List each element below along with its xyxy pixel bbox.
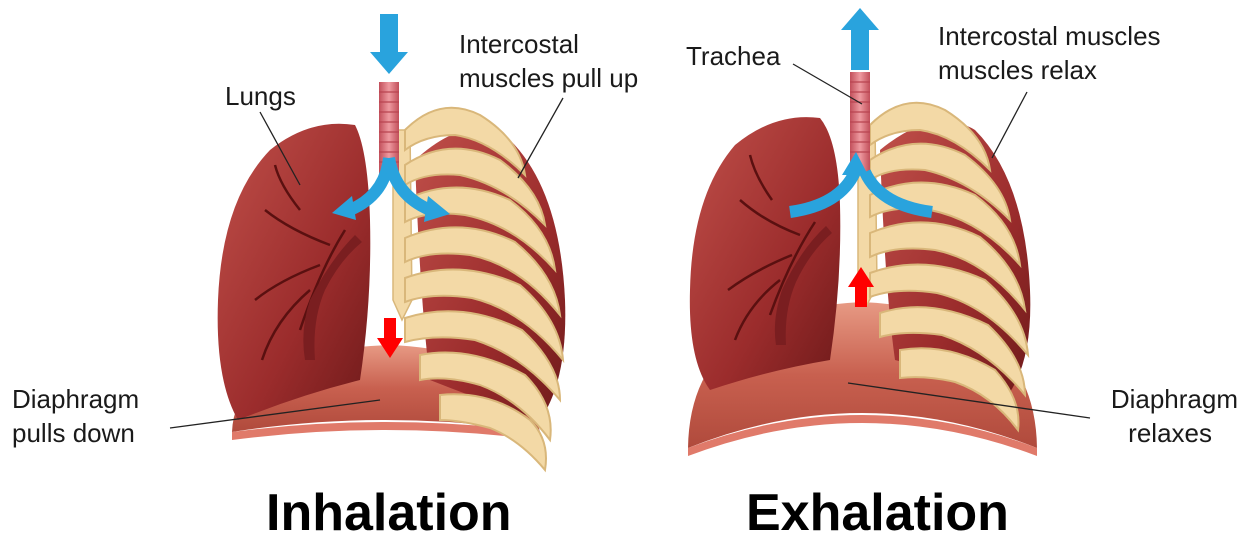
intercostal-pull-label-line1: Intercostal: [459, 28, 579, 60]
intercostal-relax-label-line2: muscles relax: [938, 54, 1097, 86]
trachea-label: Trachea: [686, 40, 780, 72]
left-lung-inhale: [218, 124, 371, 420]
intercostal-relax-label-line1: Intercostal muscles: [938, 20, 1161, 52]
diaphragm-relax-label-line1: Diaphragm: [1080, 383, 1238, 415]
arrow-down-icon: [370, 14, 408, 74]
intercostal-pull-label-line2: muscles pull up: [459, 62, 638, 94]
arrow-up-icon: [841, 8, 879, 70]
diaphragm-down-label-line2: pulls down: [12, 417, 135, 449]
diaphragm-down-label-line1: Diaphragm: [12, 383, 139, 415]
lungs-label: Lungs: [225, 80, 296, 112]
left-lung-exhale: [690, 117, 840, 390]
diaphragm-relax-label-line2: relaxes: [1080, 417, 1212, 449]
exhalation-title: Exhalation: [746, 483, 1009, 543]
inhalation-title: Inhalation: [266, 483, 512, 543]
